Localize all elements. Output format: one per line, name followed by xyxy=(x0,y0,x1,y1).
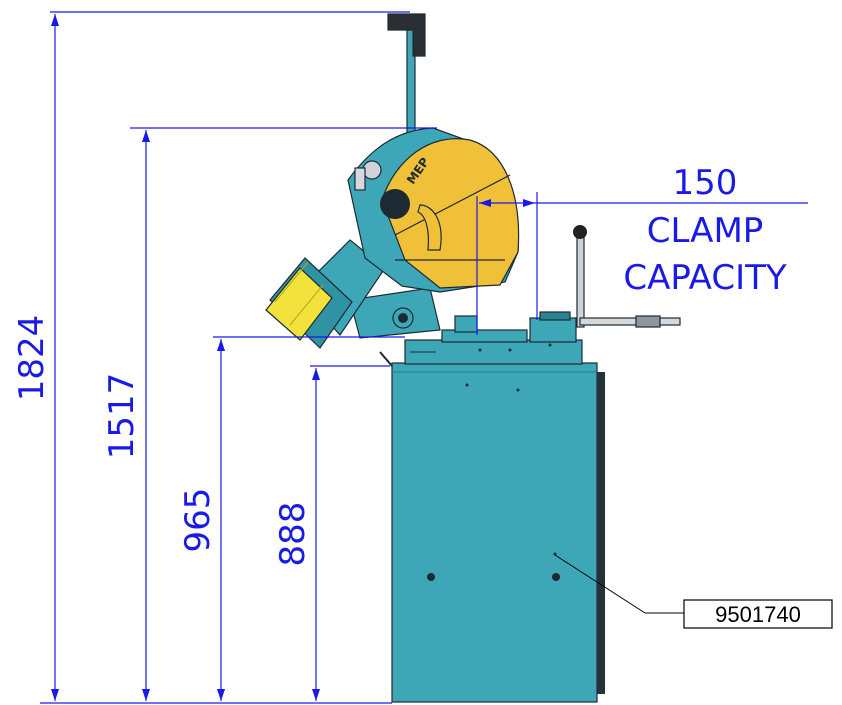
motor xyxy=(265,239,386,349)
dim-1824 xyxy=(51,14,59,701)
saw-machine: MEP xyxy=(265,13,681,703)
dim-label-888: 888 xyxy=(273,502,313,567)
part-number-box xyxy=(683,599,833,629)
operator-handle xyxy=(387,13,426,151)
cabinet-bolt xyxy=(552,573,560,581)
dim-label-1517: 1517 xyxy=(102,373,142,460)
dim-965 xyxy=(217,339,225,701)
pivot-arm xyxy=(349,287,441,339)
part-number: 9501740 xyxy=(715,602,801,627)
dim-label-1824: 1824 xyxy=(12,315,52,402)
dim-150 xyxy=(476,192,808,335)
base-cabinet xyxy=(391,362,605,703)
clamp-capacity-label-line2: CAPACITY xyxy=(623,258,787,298)
cabinet-bolt xyxy=(427,573,435,581)
dim-888 xyxy=(312,368,320,701)
dim-1517 xyxy=(142,130,150,701)
dimension-lines xyxy=(40,11,808,704)
motor-end-cap xyxy=(265,267,333,341)
dim-label-150: 150 xyxy=(673,163,738,203)
part-number-callout: 9501740 xyxy=(554,554,833,629)
clamp-capacity-label-line1: CLAMP xyxy=(647,211,764,251)
blade-guard: MEP xyxy=(347,127,520,293)
dim-label-965: 965 xyxy=(178,488,218,553)
vise-table xyxy=(404,311,583,365)
vise-lever xyxy=(573,225,681,328)
